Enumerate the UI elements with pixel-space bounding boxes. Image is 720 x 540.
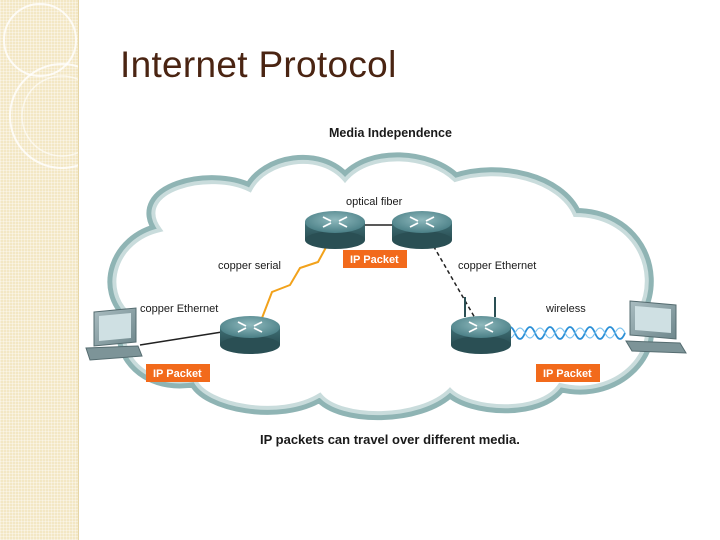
decorative-sidebar <box>0 0 79 540</box>
copper-ethernet-link-left <box>139 331 223 346</box>
slide-title: Internet Protocol <box>120 44 397 85</box>
copper-serial-link <box>261 239 331 319</box>
wireless-router-icon <box>451 297 511 354</box>
ip-packet-left <box>146 364 210 382</box>
router-left-icon <box>220 316 280 354</box>
computer-right-icon <box>625 300 687 354</box>
ip-packet-right <box>536 364 600 382</box>
wireless-link-wave <box>504 327 626 339</box>
ip-packet-top-label: IP Packet <box>350 254 399 266</box>
diagram-heading: Media Independence <box>329 126 452 140</box>
label-optical-fiber: optical fiber <box>346 196 403 208</box>
label-wireless: wireless <box>545 303 586 315</box>
decorative-circles <box>3 3 78 169</box>
label-copper-ethernet-right: copper Ethernet <box>458 260 536 272</box>
computer-left-icon <box>85 307 143 361</box>
ip-packet-right-label: IP Packet <box>543 368 592 380</box>
ip-packet-top <box>343 250 407 268</box>
copper-ethernet-link-right <box>429 239 476 319</box>
ip-packet-left-label: IP Packet <box>153 368 202 380</box>
label-copper-ethernet-left: copper Ethernet <box>140 303 218 315</box>
diagram-caption: IP packets can travel over different med… <box>260 432 520 447</box>
router-top-right-icon <box>392 211 452 249</box>
label-copper-serial: copper serial <box>218 260 281 272</box>
router-top-left-icon <box>305 211 365 249</box>
